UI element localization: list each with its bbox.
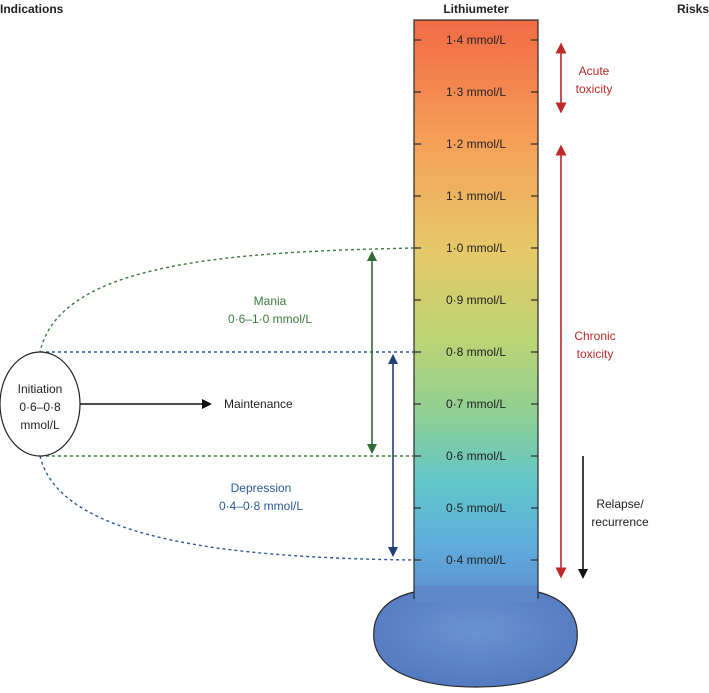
level-label: 0·9 mmol/L (446, 293, 506, 307)
level-label: 0·5 mmol/L (446, 501, 506, 515)
level-label: 0·8 mmol/L (446, 345, 506, 359)
maintenance-label: Maintenance (224, 397, 293, 411)
level-label: 1·4 mmol/L (446, 33, 506, 47)
level-label: 1·2 mmol/L (446, 137, 506, 151)
chronic-label-2: toxicity (577, 347, 614, 361)
initiation-label-2: 0·6–0·8 (19, 400, 61, 414)
level-label: 0·7 mmol/L (446, 397, 506, 411)
tube-bulb-join (415, 586, 537, 602)
depression-label-1: Depression (231, 481, 292, 495)
level-ticks: 1·4 mmol/L 1·3 mmol/L 1·2 mmol/L 1·1 mmol/L… (414, 33, 538, 567)
level-label: 0·6 mmol/L (446, 449, 506, 463)
thermometer-bulb (373, 591, 578, 688)
header-lithiumeter: Lithiumeter (443, 2, 509, 16)
level-label: 1·3 mmol/L (446, 85, 506, 99)
relapse-label-1: Relapse/ (596, 497, 644, 511)
initiation-label-1: Initiation (18, 382, 63, 396)
level-label: 0·4 mmol/L (446, 553, 506, 567)
level-label: 1·1 mmol/L (446, 189, 506, 203)
relapse-label-2: recurrence (591, 515, 649, 529)
mania-upper-curve (39, 247, 415, 353)
depression-lower-curve (39, 455, 415, 561)
mania-label-2: 0·6–1·0 mmol/L (228, 312, 312, 326)
header-risks: Risks (677, 2, 709, 16)
acute-label-2: toxicity (576, 82, 613, 96)
initiation-label-3: mmol/L (20, 418, 60, 432)
mania-label-1: Mania (254, 294, 287, 308)
header-indications: Indications (0, 2, 64, 16)
level-label: 1·0 mmol/L (446, 241, 506, 255)
thermometer-tube (413, 19, 539, 599)
depression-label-2: 0·4–0·8 mmol/L (219, 499, 303, 513)
acute-label-1: Acute (579, 64, 610, 78)
chronic-label-1: Chronic (574, 329, 615, 343)
